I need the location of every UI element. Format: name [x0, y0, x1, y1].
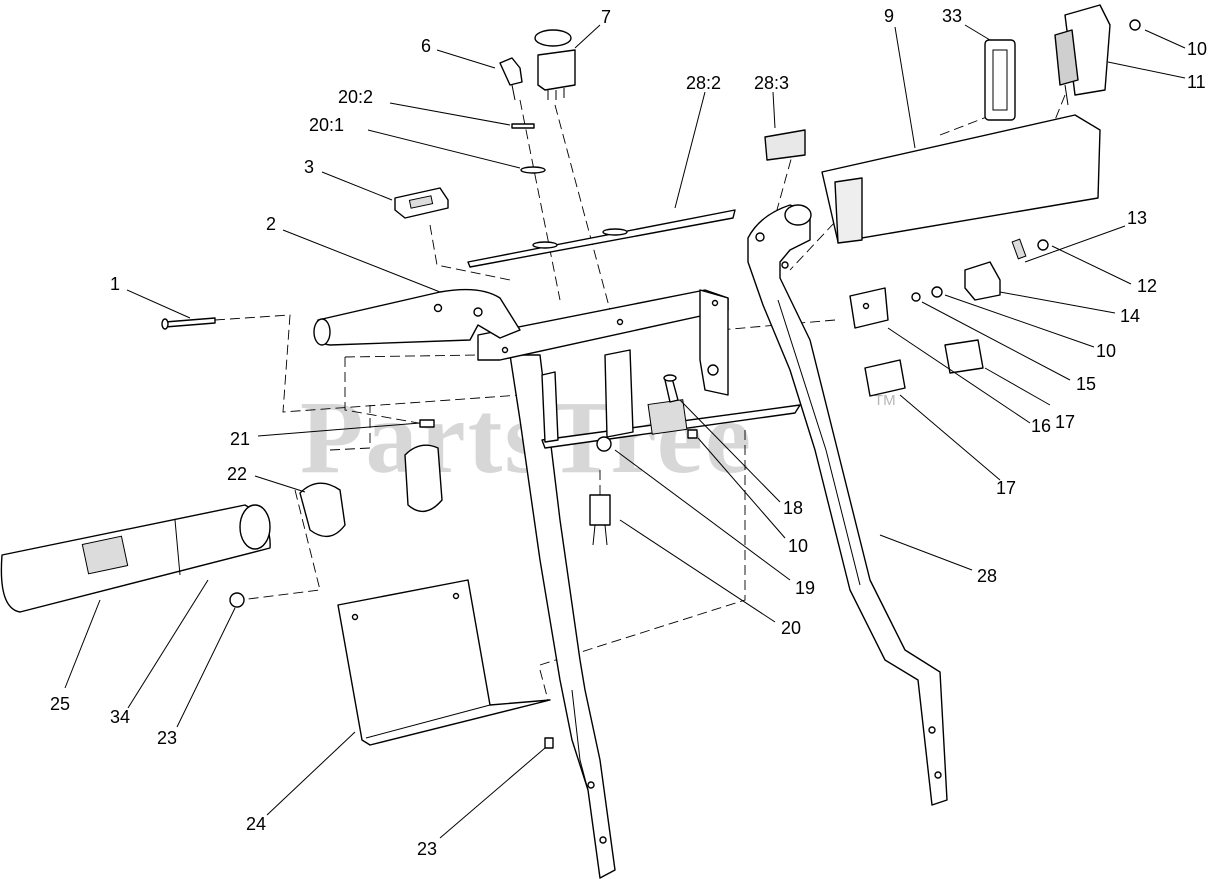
throttle-11: [1054, 4, 1141, 106]
grommet-33: [984, 39, 1016, 121]
callout-9: 9: [884, 6, 894, 26]
callout-17-a: 17: [1055, 412, 1075, 432]
switch-assembly-13-14: [964, 238, 1049, 301]
callout-13: 13: [1127, 208, 1147, 228]
cross-plate: [477, 289, 729, 396]
connector-20: [589, 494, 611, 546]
bracket-16: [849, 287, 889, 329]
callout-28: 28: [977, 566, 997, 586]
callout-23-a: 23: [157, 728, 177, 748]
control-panel-28-2: [467, 209, 736, 268]
callout-10-a: 10: [1187, 39, 1207, 59]
panel-9: [821, 114, 1101, 244]
callout-28-2: 28:2: [686, 73, 721, 93]
relay-17a: [944, 339, 984, 374]
watermark-trademark: TM: [874, 392, 896, 409]
callout-1: 1: [110, 274, 120, 294]
callout-18: 18: [783, 498, 803, 518]
washers-20: [511, 123, 546, 174]
callout-10-c: 10: [788, 536, 808, 556]
callout-2: 2: [266, 214, 276, 234]
callout-21: 21: [230, 429, 250, 449]
callout-23-b: 23: [417, 839, 437, 859]
callout-19: 19: [795, 578, 815, 598]
relay-17b: [864, 359, 906, 397]
callout-28-3: 28:3: [754, 73, 789, 93]
nut-23: [229, 592, 554, 749]
left-frame: [509, 354, 616, 879]
switch-3: [394, 187, 449, 219]
bolt-1: [161, 317, 216, 330]
callout-20-2: 20:2: [338, 87, 373, 107]
callout-20-1: 20:1: [309, 115, 344, 135]
leader-lines: [64, 24, 1186, 839]
key-6: [499, 57, 523, 101]
callout-10-b: 10: [1096, 341, 1116, 361]
callout-24: 24: [246, 814, 266, 834]
lower-bracket: [541, 349, 801, 452]
callout-25: 25: [50, 694, 70, 714]
callout-34: 34: [110, 707, 130, 727]
callout-11: 11: [1187, 72, 1206, 92]
callout-22: 22: [227, 464, 247, 484]
screw-18: [663, 374, 679, 403]
callout-20: 20: [781, 618, 801, 638]
callout-labels: 1 2 3 6 7 9 10 10 10 11 12 13 14 15 16 1…: [50, 6, 1207, 859]
callout-33: 33: [942, 6, 962, 26]
callout-15: 15: [1076, 374, 1096, 394]
ignition-switch-7: [534, 29, 576, 100]
shield-24: [337, 579, 551, 746]
callout-14: 14: [1120, 306, 1140, 326]
callout-17-b: 17: [996, 478, 1016, 498]
tube-cover-25-34: [0, 504, 271, 613]
right-handle-28: [747, 204, 948, 806]
screw-21: [419, 419, 435, 428]
callout-3: 3: [304, 157, 314, 177]
clamp-22: [299, 444, 443, 538]
decal-28-3: [764, 129, 806, 161]
callout-12: 12: [1137, 276, 1157, 296]
callout-7: 7: [601, 7, 611, 27]
tube-arm-2: [313, 288, 521, 346]
washer-15: [911, 286, 943, 302]
nut-10: [687, 429, 698, 439]
callout-16: 16: [1031, 416, 1051, 436]
callout-6: 6: [421, 36, 431, 56]
